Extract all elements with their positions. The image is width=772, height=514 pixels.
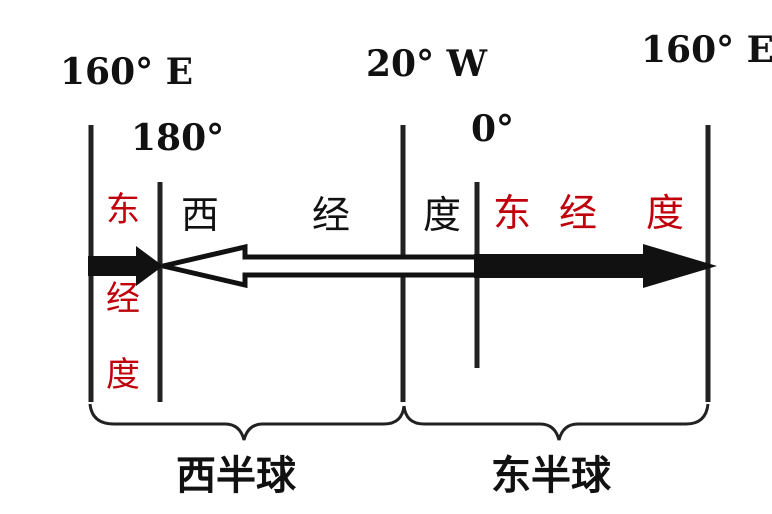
east-hemisphere-brace <box>402 403 710 441</box>
west-hemisphere-brace <box>88 403 406 441</box>
west-longitude-arrow <box>162 243 480 289</box>
side-east-longitude-char-3: 度 <box>106 355 140 395</box>
side-east-longitude-char-1: 东 <box>106 190 140 230</box>
label-160e-right: 160° E <box>641 29 772 71</box>
side-east-longitude-char-2: 经 <box>106 279 140 319</box>
east-longitude-char-2: 经 <box>559 191 598 235</box>
east-longitude-char-3: 度 <box>646 191 685 235</box>
west-longitude-char-2: 经 <box>312 193 351 237</box>
east-longitude-arrow <box>474 244 717 288</box>
label-180: 180° <box>131 117 225 159</box>
side-east-arrow <box>88 246 163 286</box>
label-160e-left: 160° E <box>60 51 194 93</box>
label-0: 0° <box>471 108 515 150</box>
west-longitude-char-3: 度 <box>423 193 462 237</box>
east-longitude-char-1: 东 <box>493 191 532 235</box>
west-longitude-char-1: 西 <box>181 193 220 237</box>
west-hemisphere-label: 西半球 <box>176 452 296 499</box>
east-hemisphere-label: 东半球 <box>491 452 611 499</box>
label-20w: 20° W <box>366 43 488 85</box>
